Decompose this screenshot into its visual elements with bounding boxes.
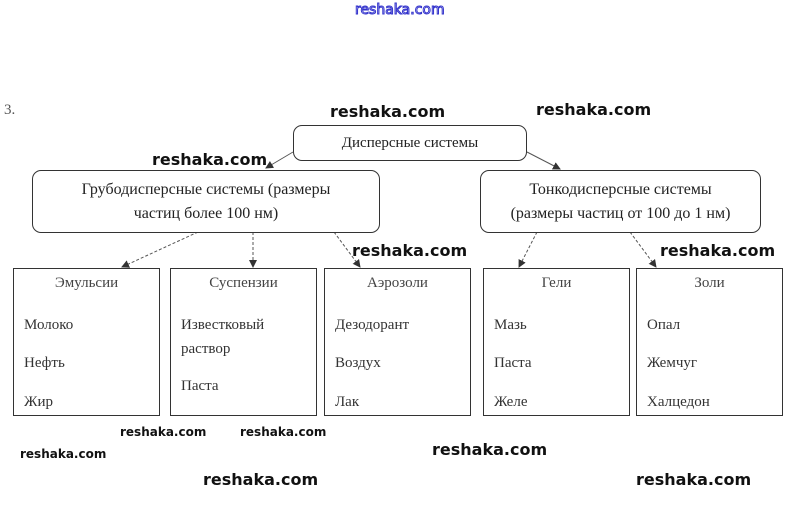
list-item: Жемчуг [647, 355, 698, 371]
watermark: reshaka.com [203, 470, 319, 489]
list-item: Дезодорант [335, 317, 410, 333]
root-label: Дисперсные системы [341, 135, 479, 151]
list-item: Лак [335, 394, 360, 410]
list-item: Паста [494, 355, 532, 371]
category-title: Эмульсии [54, 275, 119, 291]
watermark: reshaka.com [432, 440, 548, 459]
fine-label-1: Тонкодисперсные системы [529, 181, 712, 198]
watermark: reshaka.com [240, 425, 327, 439]
list-item: Опал [647, 317, 681, 333]
list-item: Воздух [335, 355, 381, 371]
watermark: reshaka.com [120, 425, 207, 439]
arrow-coarse-aerosols [333, 231, 361, 268]
category-title: Гели [541, 275, 572, 291]
watermark: reshaka.com [636, 470, 752, 489]
watermark: reshaka.com [660, 241, 776, 260]
arrow-fine-sols [629, 231, 657, 268]
watermark: reshaka.com [20, 447, 107, 461]
task-number: 3. [4, 102, 16, 118]
list-item: Жир [24, 394, 53, 410]
arrow-fine-gels [518, 231, 538, 268]
category-emulsions: Эмульсии Молоко Нефть Жир [13, 268, 160, 416]
category-title: Суспензии [209, 275, 278, 291]
watermark: reshaka.com [352, 241, 468, 260]
fine-node: Тонкодисперсные системы (размеры частиц … [480, 170, 761, 233]
arrow-root-fine [526, 151, 561, 170]
watermark: reshaka.com [152, 150, 268, 169]
list-item: Мазь [494, 317, 527, 333]
list-item: Паста [181, 378, 219, 394]
list-item: Желе [494, 394, 528, 410]
watermark: reshaka.com [536, 100, 652, 119]
coarse-node: Грубодисперсные системы (размеры частиц … [32, 170, 380, 233]
list-item: Известковый [181, 317, 265, 333]
watermark: reshaka.com [330, 102, 446, 121]
list-item: раствор [181, 341, 231, 357]
list-item: Молоко [24, 317, 74, 333]
fine-label-2: (размеры частиц от 100 до 1 нм) [510, 205, 731, 222]
category-sols: Золи Опал Жемчуг Халцедон [636, 268, 783, 416]
arrow-coarse-emulsions [121, 231, 199, 268]
list-item: Халцедон [647, 394, 710, 410]
category-aerosols: Аэрозоли Дезодорант Воздух Лак [324, 268, 471, 416]
list-item: Нефть [24, 355, 65, 371]
category-gels: Гели Мазь Паста Желе [483, 268, 630, 416]
category-title: Золи [694, 275, 725, 291]
coarse-label-2: частиц более 100 нм) [133, 205, 279, 222]
coarse-label-1: Грубодисперсные системы (размеры [81, 181, 331, 198]
category-suspensions: Суспензии Известковый раствор Паста [170, 268, 317, 416]
header-watermark: reshaka.com [355, 2, 446, 19]
root-node: Дисперсные системы [293, 125, 527, 161]
arrow-root-coarse [265, 151, 294, 169]
category-title: Аэрозоли [367, 275, 428, 291]
